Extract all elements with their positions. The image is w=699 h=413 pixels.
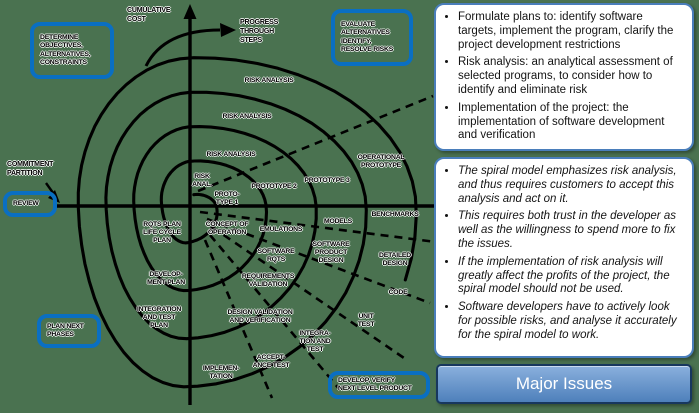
review-label: REVIEW [13,199,39,207]
determine-objectives-label: DETERMINE OBJECTIVES, ALTERNATIVES, CONS… [40,33,91,66]
plan-next-phases-label: PLAN NEXT PHASES [47,322,84,338]
major-issues-button[interactable]: Major Issues [436,364,692,404]
spiral-path [76,56,418,389]
issues-panel: The spiral model emphasizes risk analysi… [434,157,694,358]
bullet-item: This requires both trust in the develope… [458,210,684,251]
commitment-partition-label: COMMITMENT PARTITION [7,161,54,177]
overview-panel: Formulate plans to: identify software ta… [434,3,694,151]
evaluate-alternatives-box: EVALUATE ALTERNATIVES IDENTIFY, RESOLVE … [331,9,413,66]
bullet-item: Formulate plans to: identify software ta… [458,11,684,52]
progress-arrowhead-icon [220,23,236,37]
develop-verify-box: DEVELOP, VERIFY NEXT LEVEL PRODUCT [328,371,430,399]
progress-through-steps-label: PROGRESS THROUGH STEPS [240,19,279,44]
sector-divider-lines [197,94,437,399]
bullet-item: Software developers have to actively loo… [458,301,684,342]
review-box: REVIEW [3,191,57,217]
spiral-diagram [45,4,437,405]
plan-next-phases-box: PLAN NEXT PHASES [37,314,101,348]
overview-bullet-list: Formulate plans to: identify software ta… [442,11,684,143]
develop-verify-label: DEVELOP, VERIFY NEXT LEVEL PRODUCT [338,376,412,392]
determine-objectives-box: DETERMINE OBJECTIVES, ALTERNATIVES, CONS… [30,22,114,79]
bullet-item: If the implementation of risk analysis w… [458,256,684,297]
progress-arrow [144,28,221,67]
axis-arrowhead-icon [183,4,197,19]
issues-bullet-list: The spiral model emphasizes risk analysi… [442,165,684,343]
bullet-item: Implementation of the project: the imple… [458,102,684,143]
cumulative-cost-label: CUMULATIVE COST [127,7,171,23]
bullet-item: Risk analysis: an analytical assessment … [458,56,684,97]
major-issues-label: Major Issues [515,374,613,393]
bullet-item: The spiral model emphasizes risk analysi… [458,165,684,206]
evaluate-alternatives-label: EVALUATE ALTERNATIVES IDENTIFY, RESOLVE … [341,20,394,53]
